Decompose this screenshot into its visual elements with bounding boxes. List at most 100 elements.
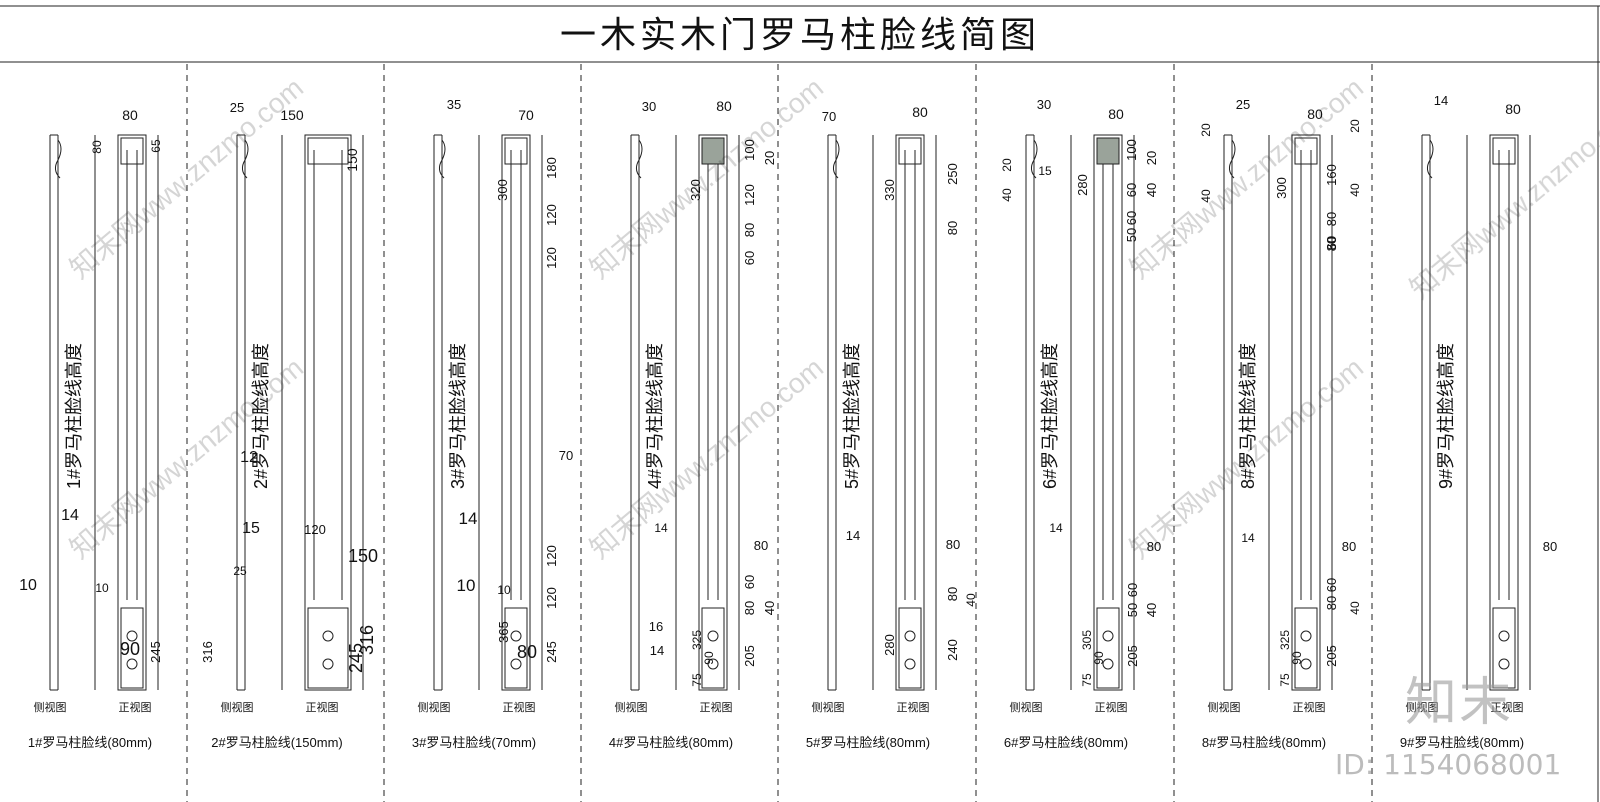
dim-label: 40 (762, 601, 777, 615)
id-label: ID: 1154068001 (1335, 748, 1562, 781)
dim-label: 100 (742, 139, 757, 161)
front-view-label: 正视图 (1293, 700, 1326, 714)
plinth-block (307, 607, 349, 689)
side-view-profile (827, 134, 840, 691)
dim-label: 14 (654, 521, 668, 535)
plinth-roundel (1102, 630, 1114, 642)
front-view (304, 134, 352, 691)
dim-label: 80 (1505, 101, 1521, 117)
side-profile-ornament (1030, 139, 1038, 179)
capital-block (1096, 137, 1120, 165)
dim-label: 25 (233, 564, 247, 578)
plinth-roundel (510, 630, 522, 642)
capital-block (701, 137, 725, 165)
front-view-label: 正视图 (897, 700, 930, 714)
dim-label: 70 (559, 448, 573, 463)
dim-label: 320 (688, 179, 703, 201)
column-8: 9#罗马柱脸线高度148080侧视图正视图9#罗马柱脸线(80mm) (1400, 93, 1557, 750)
front-view (1489, 134, 1519, 691)
dim-label: 325 (1278, 630, 1292, 650)
dim-label: 120 (544, 204, 559, 226)
dim-label: 30 (642, 99, 656, 114)
column-height-label: 5#罗马柱脸线高度 (842, 343, 862, 489)
dim-label: 12 (240, 449, 258, 466)
plinth-roundel (904, 630, 916, 642)
side-profile-ornament (1228, 139, 1236, 179)
plinth-roundel (126, 630, 138, 642)
dim-label: 100 (1124, 139, 1139, 161)
column-caption: 4#罗马柱脸线(80mm) (609, 735, 733, 750)
front-view-outline (1291, 134, 1321, 691)
plinth-block (504, 607, 528, 689)
side-view-profile (1223, 134, 1236, 691)
front-view-outline (1489, 134, 1519, 691)
front-view-outline (1093, 134, 1123, 691)
dim-label: 305 (1080, 630, 1094, 650)
side-profile-ornament (241, 139, 249, 179)
dim-label: 80 (742, 601, 757, 615)
side-view-profile (433, 134, 446, 691)
dim-label: 80 (517, 642, 537, 662)
dim-label: 300 (1274, 177, 1289, 199)
dim-label: 90 (1092, 651, 1106, 665)
dim-label: 80 (945, 221, 960, 235)
dim-label: 316 (200, 641, 215, 663)
dim-label: 60 (1124, 183, 1139, 197)
sheet-frame (0, 5, 1600, 802)
dim-label: 40 (1144, 603, 1159, 617)
front-view-label: 正视图 (1095, 700, 1128, 714)
dim-label: 150 (280, 107, 304, 123)
dim-label: 160 (1324, 164, 1339, 186)
column-height-label: 4#罗马柱脸线高度 (645, 343, 665, 489)
capital-block (120, 137, 144, 165)
dim-label: 316 (357, 625, 377, 655)
dim-label: 80 (1147, 539, 1161, 554)
plinth-block (1096, 607, 1120, 689)
side-view-profile (1421, 134, 1434, 691)
column-caption: 6#罗马柱脸线(80mm) (1004, 735, 1128, 750)
dim-label: 60 (1124, 211, 1139, 225)
dim-label: 150 (344, 148, 360, 172)
plinth-roundel (1300, 630, 1312, 642)
dim-label: 60 (1324, 236, 1339, 250)
plinth-roundel (1498, 658, 1510, 670)
plinth-roundel (904, 658, 916, 670)
dim-label: 25 (230, 100, 244, 115)
dim-label: 90 (702, 651, 716, 665)
dim-label: 70 (518, 107, 534, 123)
dim-label: 15 (242, 520, 260, 537)
side-profile-ornament (832, 139, 840, 179)
dim-label: 50 (1124, 228, 1139, 242)
dim-label: 80 (1108, 106, 1124, 122)
side-view-profile (630, 134, 643, 691)
dim-label: 20 (1348, 119, 1362, 133)
dim-label: 280 (882, 634, 897, 656)
dim-label: 10 (95, 581, 109, 595)
side-view-profile (236, 134, 249, 691)
dim-label: 14 (1434, 93, 1448, 108)
dim-label: 65 (149, 139, 163, 153)
dim-label: 120 (304, 522, 326, 537)
dim-label: 14 (459, 509, 478, 528)
dim-label: 40 (1199, 189, 1213, 203)
capital-block (1492, 137, 1516, 165)
dim-label: 90 (1290, 651, 1304, 665)
plinth-block (898, 607, 922, 689)
front-view-label: 正视图 (306, 700, 339, 714)
dim-label: 14 (1241, 531, 1255, 545)
sheet-title: 一木实木门罗马柱脸线简图 (559, 15, 1040, 56)
dim-label: 180 (544, 157, 559, 179)
dim-label: 245 (346, 643, 366, 673)
plinth-block (1492, 607, 1516, 689)
capital-block (898, 137, 922, 165)
dim-label: 205 (1324, 645, 1339, 667)
dim-label: 14 (846, 528, 860, 543)
dim-label: 80 (1307, 106, 1323, 122)
front-view-label: 正视图 (119, 700, 152, 714)
